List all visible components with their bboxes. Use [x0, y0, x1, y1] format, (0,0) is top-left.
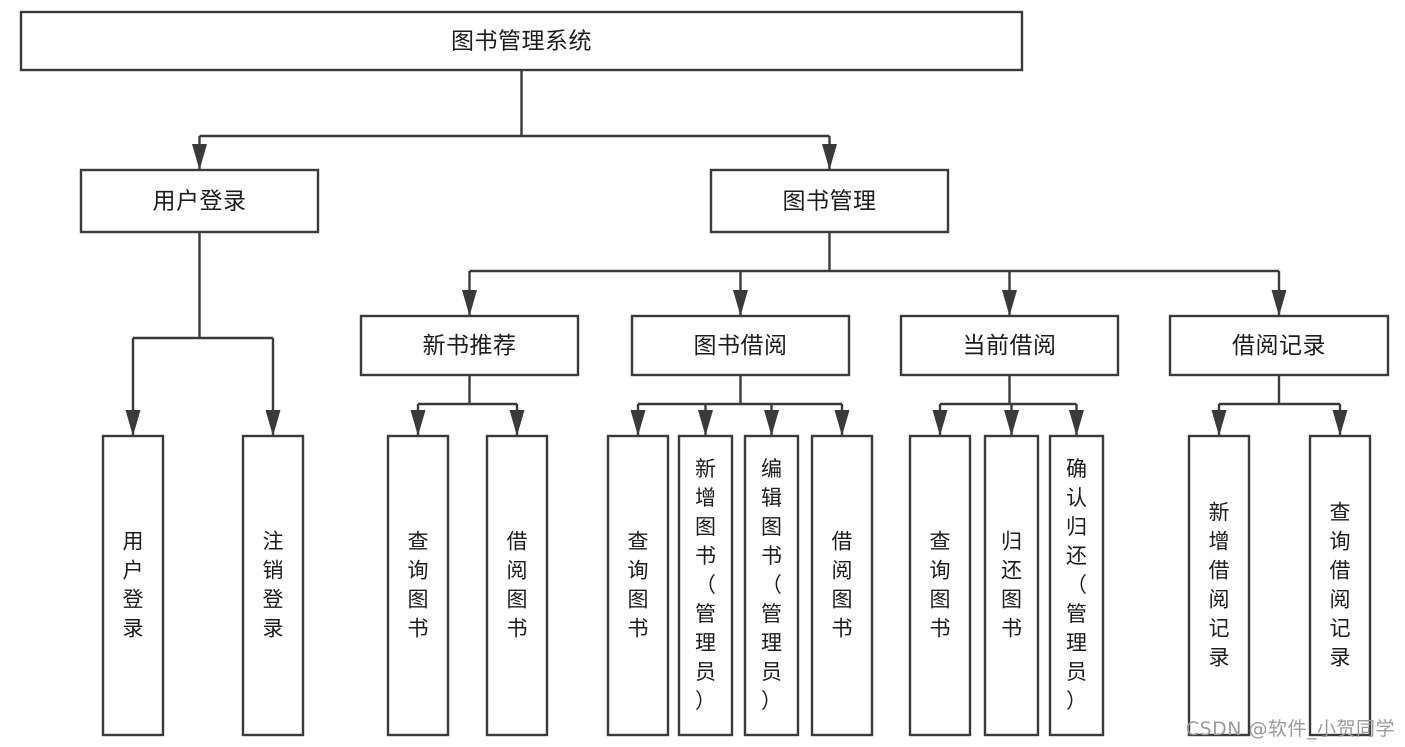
node-current-borrow[interactable]: 当前借阅 — [899, 314, 1120, 377]
node-label-leaf-user-logout: 注销登录 — [263, 530, 284, 641]
arrow-head-icon — [733, 290, 748, 316]
node-book-management[interactable]: 图书管理 — [709, 168, 950, 234]
arrow-head-icon — [698, 410, 713, 436]
node-leaf-query-book-current[interactable]: 查询图书 — [908, 434, 972, 737]
node-label-root: 图书管理系统 — [451, 29, 592, 55]
arrow-head-icon — [822, 144, 837, 170]
node-leaf-query-borrow-record[interactable]: 查询借阅记录 — [1308, 434, 1372, 737]
arrow-head-icon — [1002, 290, 1017, 316]
node-leaf-borrow-book[interactable]: 借阅图书 — [810, 434, 874, 737]
node-book-borrow[interactable]: 图书借阅 — [630, 314, 851, 377]
node-box-new-book-recommend[interactable] — [359, 314, 580, 377]
connector-layer — [125, 70, 1348, 436]
arrow-head-icon — [1332, 410, 1348, 436]
node-leaf-confirm-return-admin[interactable]: 确认归还（管理员） — [1048, 434, 1105, 737]
arrow-head-icon — [630, 410, 646, 436]
arrow-head-icon — [1211, 410, 1227, 436]
node-box-leaf-borrow-book-recommend[interactable] — [485, 434, 549, 737]
node-box-leaf-query-book-current[interactable] — [908, 434, 972, 737]
node-box-leaf-query-book-recommend[interactable] — [386, 434, 450, 737]
node-box-book-borrow[interactable] — [630, 314, 851, 377]
node-box-leaf-query-borrow-record[interactable] — [1308, 434, 1372, 737]
arrow-head-icon — [125, 410, 141, 436]
node-box-root[interactable] — [19, 10, 1024, 72]
node-label-leaf-borrow-book-recommend: 借阅图书 — [507, 530, 528, 641]
node-box-leaf-return-book[interactable] — [983, 434, 1040, 737]
node-box-current-borrow[interactable] — [899, 314, 1120, 377]
node-label-leaf-return-book: 归还图书 — [1001, 530, 1022, 641]
node-box-leaf-query-book-borrow[interactable] — [606, 434, 670, 737]
node-leaf-add-borrow-record[interactable]: 新增借阅记录 — [1187, 434, 1251, 737]
arrow-head-icon — [509, 410, 525, 436]
node-box-leaf-confirm-return-admin[interactable] — [1048, 434, 1105, 737]
node-leaf-user-logout[interactable]: 注销登录 — [241, 434, 305, 737]
arrow-head-icon — [1004, 410, 1019, 436]
node-label-borrow-record: 借阅记录 — [1232, 333, 1326, 359]
node-box-leaf-borrow-book[interactable] — [810, 434, 874, 737]
arrow-head-icon — [265, 410, 281, 436]
node-leaf-return-book[interactable]: 归还图书 — [983, 434, 1040, 737]
node-leaf-query-book-recommend[interactable]: 查询图书 — [386, 434, 450, 737]
arrow-head-icon — [192, 144, 207, 170]
node-label-book-borrow: 图书借阅 — [694, 333, 788, 359]
node-box-leaf-user-login[interactable] — [101, 434, 165, 737]
node-box-leaf-add-borrow-record[interactable] — [1187, 434, 1251, 737]
node-label-leaf-query-book-current: 查询图书 — [930, 530, 951, 641]
node-leaf-user-login[interactable]: 用户登录 — [101, 434, 165, 737]
node-box-borrow-record[interactable] — [1168, 314, 1390, 377]
node-root[interactable]: 图书管理系统 — [19, 10, 1024, 72]
node-label-leaf-query-book-borrow: 查询图书 — [628, 530, 649, 641]
node-label-leaf-edit-book-admin: 编辑图书（管理员） — [761, 457, 782, 713]
node-box-user-login[interactable] — [79, 168, 320, 234]
node-new-book-recommend[interactable]: 新书推荐 — [359, 314, 580, 377]
node-label-leaf-add-book-admin: 新增图书（管理员） — [695, 457, 716, 713]
arrow-head-icon — [410, 410, 426, 436]
node-box-book-management[interactable] — [709, 168, 950, 234]
node-leaf-add-book-admin[interactable]: 新增图书（管理员） — [677, 434, 734, 737]
arrow-head-icon — [764, 410, 779, 436]
node-label-new-book-recommend: 新书推荐 — [423, 333, 517, 359]
arrow-head-icon — [932, 410, 948, 436]
arrow-head-icon — [1271, 290, 1287, 316]
node-user-login[interactable]: 用户登录 — [79, 168, 320, 234]
node-leaf-query-book-borrow[interactable]: 查询图书 — [606, 434, 670, 737]
node-label-book-management: 图书管理 — [783, 189, 877, 215]
node-label-leaf-confirm-return-admin: 确认归还（管理员） — [1066, 457, 1087, 713]
node-box-leaf-edit-book-admin[interactable] — [743, 434, 800, 737]
node-box-leaf-user-logout[interactable] — [241, 434, 305, 737]
node-label-leaf-borrow-book: 借阅图书 — [832, 530, 853, 641]
node-label-user-login: 用户登录 — [153, 189, 247, 215]
arrow-head-icon — [1069, 410, 1084, 436]
node-borrow-record[interactable]: 借阅记录 — [1168, 314, 1390, 377]
node-leaf-borrow-book-recommend[interactable]: 借阅图书 — [485, 434, 549, 737]
node-label-leaf-user-login: 用户登录 — [123, 530, 144, 641]
node-label-leaf-query-book-recommend: 查询图书 — [408, 530, 429, 641]
node-label-leaf-add-borrow-record: 新增借阅记录 — [1209, 501, 1230, 670]
node-box-leaf-add-book-admin[interactable] — [677, 434, 734, 737]
node-layer: 图书管理系统用户登录图书管理新书推荐图书借阅当前借阅借阅记录用户登录注销登录查询… — [19, 10, 1390, 737]
arrow-head-icon — [834, 410, 850, 436]
node-label-leaf-query-borrow-record: 查询借阅记录 — [1330, 501, 1351, 670]
arrow-head-icon — [462, 290, 477, 316]
node-label-current-borrow: 当前借阅 — [963, 333, 1057, 359]
node-leaf-edit-book-admin[interactable]: 编辑图书（管理员） — [743, 434, 800, 737]
